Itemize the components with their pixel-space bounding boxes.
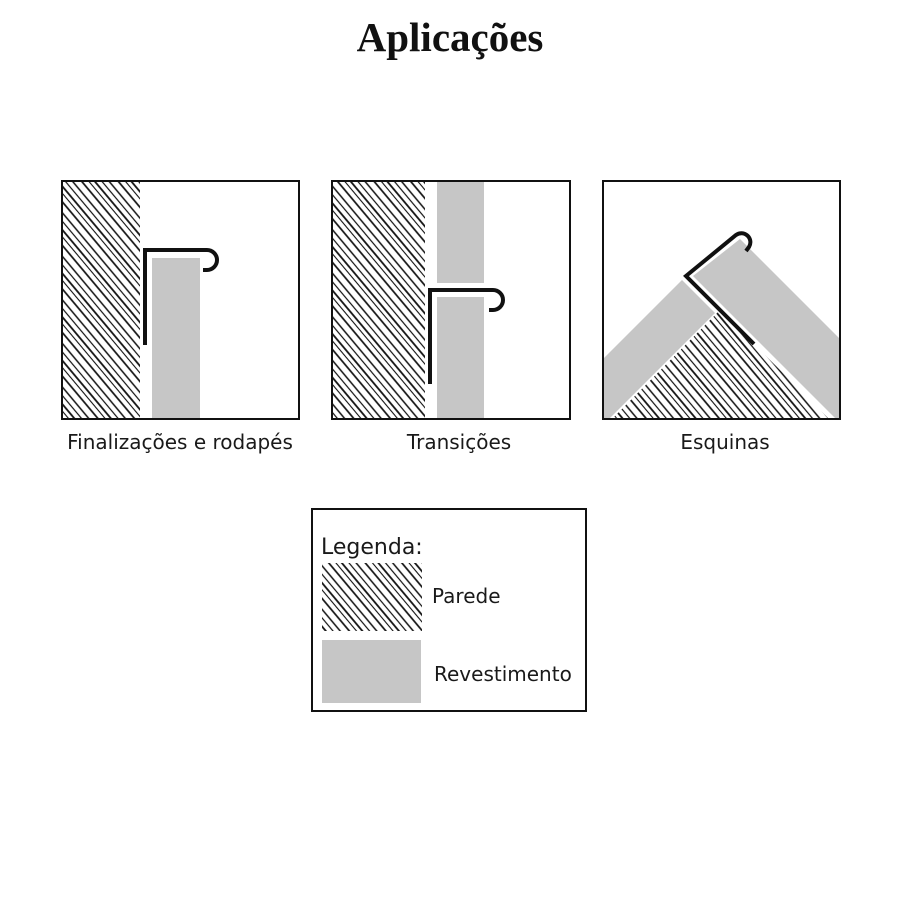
panel-corners-right-tile [693, 239, 840, 419]
panel-transitions-trim-profile [428, 288, 505, 384]
panel-corners-frame [602, 180, 841, 420]
page-title: Aplicações [357, 14, 544, 60]
panel-transitions-upper-tile [437, 181, 484, 283]
panel-finishing-tile [152, 258, 200, 419]
panel-corners-wall-hatch [612, 310, 829, 419]
panel-transitions-frame [331, 180, 571, 420]
panel-transitions: Transições [331, 180, 571, 454]
panel-corners: Esquinas [602, 180, 841, 454]
legend-tile-label: Revestimento [434, 662, 572, 686]
legend-wall-swatch [322, 563, 422, 631]
panel-finishing: Finalizações e rodapés [61, 180, 300, 454]
panel-corners-trim-profile [683, 231, 756, 346]
legend-frame [311, 508, 587, 712]
panel-transitions-wall-hatch [332, 181, 425, 419]
legend-title: Legenda: [321, 535, 423, 560]
legend-wall-label: Parede [432, 584, 501, 608]
panel-finishing-label: Finalizações e rodapés [67, 430, 293, 454]
panel-transitions-label: Transições [406, 430, 511, 454]
panel-finishing-trim-profile [143, 248, 219, 345]
panel-corners-left-tile [603, 280, 715, 419]
panel-corners-label: Esquinas [680, 430, 769, 454]
panel-finishing-frame [61, 180, 300, 420]
legend-tile-swatch [322, 640, 421, 703]
panel-transitions-lower-tile [437, 297, 484, 419]
panel-finishing-wall-hatch [62, 181, 140, 419]
legend: Legenda: Parede Revestimento [311, 508, 587, 712]
